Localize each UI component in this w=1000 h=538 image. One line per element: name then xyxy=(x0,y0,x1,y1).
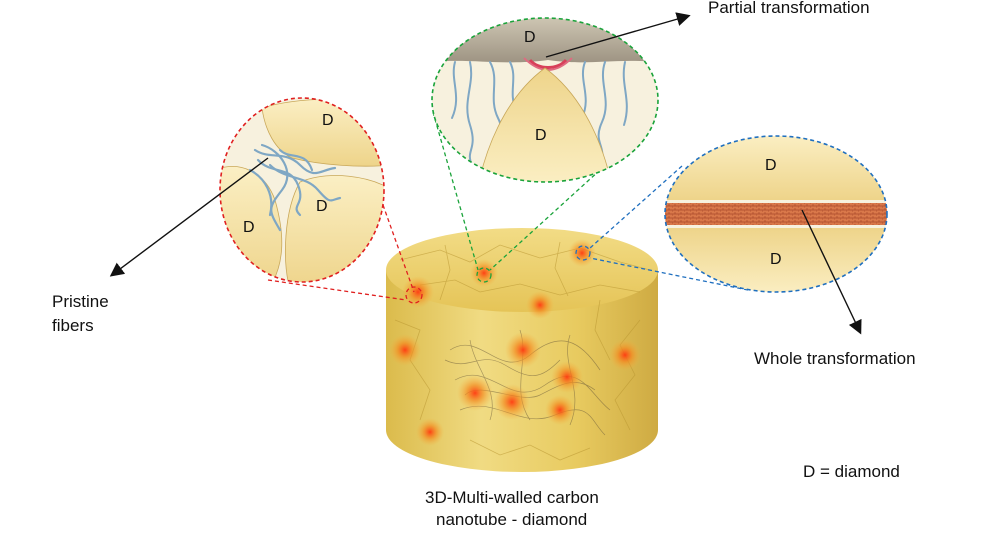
diamond-marker: D xyxy=(535,127,547,144)
diamond-marker: D xyxy=(770,251,782,268)
figure-caption-line2: nanotube - diamond xyxy=(436,510,588,529)
transformation-hotspots xyxy=(389,239,641,446)
diamond-marker: D xyxy=(316,198,328,215)
pristine-fibers-label-line1: Pristine xyxy=(52,292,109,311)
red-callout-connectors xyxy=(267,204,423,304)
whole-transformation-arrow xyxy=(801,209,862,335)
whole-transformation-label: Whole transformation xyxy=(754,349,916,368)
blue-callout-connectors xyxy=(575,165,749,291)
annotation-arrows xyxy=(109,12,862,335)
green-callout-connectors xyxy=(432,111,601,283)
diamond-legend: D = diamond xyxy=(803,462,900,481)
pristine-fibers-arrow xyxy=(109,157,269,277)
pristine-fibers-callout: D D D xyxy=(219,97,385,283)
diamond-marker: D xyxy=(524,29,536,46)
diamond-marker: D xyxy=(243,219,255,236)
carbon-nanotube-fibers xyxy=(248,143,342,232)
figure-caption-line1: 3D-Multi-walled carbon xyxy=(425,488,599,507)
transformed-diamond-band xyxy=(665,203,887,225)
partial-transformation-label: Partial transformation xyxy=(708,0,870,17)
whole-transformation-callout: D D xyxy=(664,135,888,293)
diamond-marker: D xyxy=(322,112,334,129)
partial-transformation-callout: D D xyxy=(431,17,659,183)
partial-transformation-arrow xyxy=(545,12,691,58)
diamond-marker: D xyxy=(765,157,777,174)
cnt-diamond-cylinder xyxy=(386,228,658,472)
pristine-fibers-label-line2: fibers xyxy=(52,316,94,335)
